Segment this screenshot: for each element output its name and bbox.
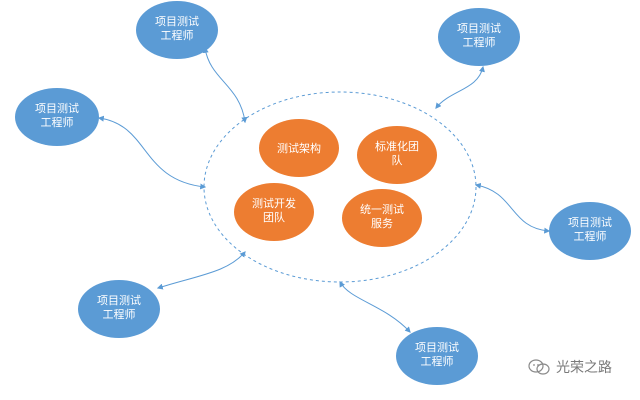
team-label-line: 队	[392, 153, 403, 167]
connector-tester-4	[474, 182, 551, 234]
tester-label-line: 工程师	[103, 308, 136, 321]
connector-tester-2	[435, 65, 485, 109]
svg-text:测试架构: 测试架构	[277, 141, 321, 155]
tester-node-3[interactable]: 项目测试 工程师	[15, 88, 99, 146]
connector-tester-5	[156, 251, 246, 290]
team-label-line: 标准化团	[375, 139, 419, 153]
svg-text:工程师: 工程师	[463, 36, 496, 49]
tester-label-line: 项目测试	[457, 22, 501, 35]
team-label-line: 测试开发	[252, 196, 296, 210]
team-node-1[interactable]: 测试架构	[259, 119, 339, 177]
svg-text:项目测试: 项目测试	[457, 22, 501, 35]
tester-label-line: 工程师	[421, 355, 454, 368]
tester-label-line: 工程师	[574, 230, 607, 243]
team-node-2[interactable]: 标准化团 队	[357, 126, 437, 184]
svg-text:工程师: 工程师	[574, 230, 607, 243]
tester-label-line: 工程师	[161, 29, 194, 42]
svg-text:项目测试: 项目测试	[155, 15, 199, 28]
svg-text:团队: 团队	[263, 210, 285, 224]
tester-node-1[interactable]: 项目测试 工程师	[136, 1, 218, 59]
svg-text:统一测试: 统一测试	[360, 203, 404, 216]
svg-text:测试开发: 测试开发	[252, 196, 296, 210]
team-node-4[interactable]: 统一测试 服务	[342, 189, 422, 247]
tester-label-line: 项目测试	[35, 102, 79, 115]
svg-text:项目测试: 项目测试	[415, 341, 459, 354]
team-label-line: 服务	[371, 217, 393, 230]
tester-label-line: 工程师	[41, 116, 74, 129]
watermark-text: 光荣之路	[556, 360, 612, 376]
tester-label-line: 项目测试	[97, 294, 141, 307]
svg-text:工程师: 工程师	[161, 29, 194, 42]
tester-node-6[interactable]: 项目测试 工程师	[396, 327, 478, 385]
tester-node-4[interactable]: 项目测试 工程师	[549, 202, 631, 260]
svg-text:项目测试: 项目测试	[35, 102, 79, 115]
team-label-line: 统一测试	[360, 203, 404, 216]
tester-node-5[interactable]: 项目测试 工程师	[78, 280, 160, 338]
svg-text:工程师: 工程师	[421, 355, 454, 368]
svg-text:工程师: 工程师	[103, 308, 136, 321]
tester-label-line: 项目测试	[155, 15, 199, 28]
tester-node-2[interactable]: 项目测试 工程师	[438, 8, 520, 66]
svg-text:工程师: 工程师	[41, 116, 74, 129]
team-label-line: 测试架构	[277, 141, 321, 155]
svg-text:项目测试: 项目测试	[97, 294, 141, 307]
svg-text:项目测试: 项目测试	[568, 216, 612, 229]
central-group-boundary	[203, 91, 477, 283]
tester-label-line: 项目测试	[568, 216, 612, 229]
tester-label-line: 项目测试	[415, 341, 459, 354]
connector-tester-1	[202, 46, 248, 124]
connector-tester-3	[97, 115, 207, 190]
svg-text:服务: 服务	[371, 217, 393, 230]
svg-text:标准化团: 标准化团	[375, 139, 419, 153]
wechat-icon	[528, 358, 550, 376]
tester-label-line: 工程师	[463, 36, 496, 49]
connector-tester-6	[339, 280, 411, 333]
team-label-line: 团队	[263, 210, 285, 224]
team-node-3[interactable]: 测试开发 团队	[234, 183, 314, 241]
svg-text:队: 队	[392, 153, 403, 167]
watermark: 光荣之路	[528, 357, 612, 377]
